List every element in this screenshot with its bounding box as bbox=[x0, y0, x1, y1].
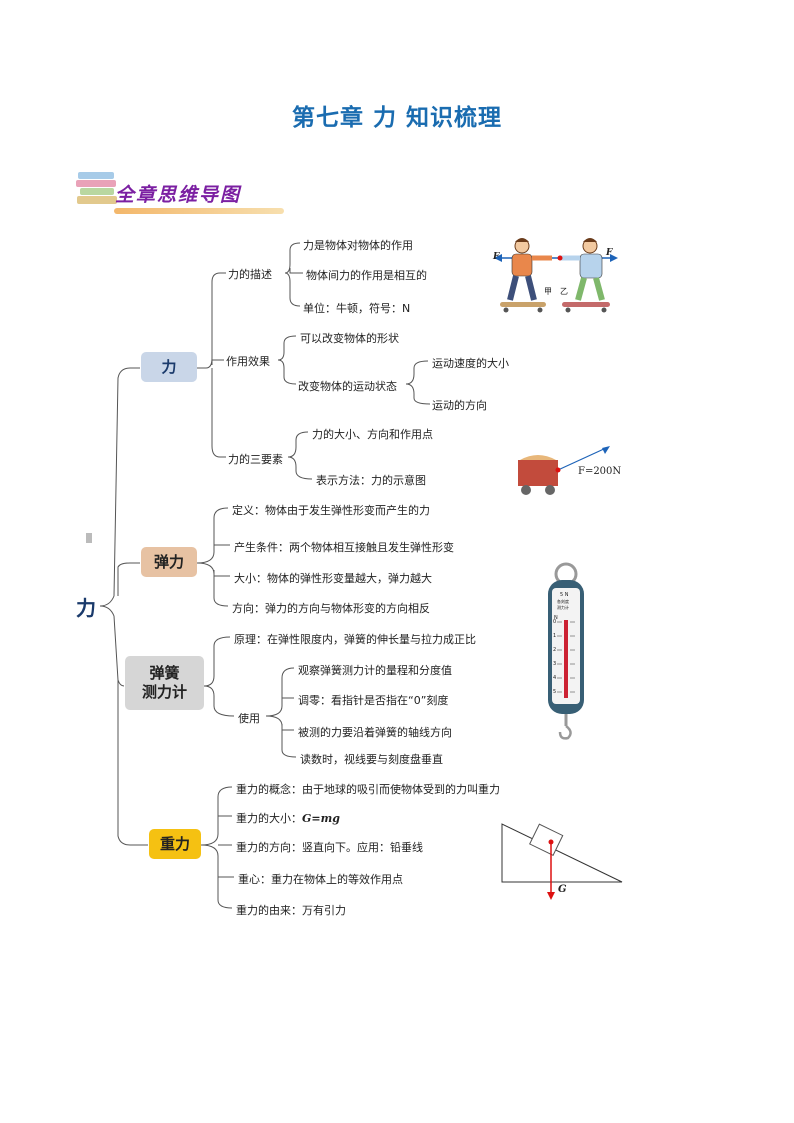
leaf-desc-3: 单位：牛顿，符号：N bbox=[303, 302, 411, 315]
force-label-right: F bbox=[606, 248, 613, 258]
leaf-spring-principle: 原理：在弹性限度内，弹簧的伸长量与拉力成正比 bbox=[234, 633, 476, 646]
node-force-desc: 力的描述 bbox=[228, 268, 272, 281]
gauge-tick-1: 1 bbox=[553, 633, 557, 639]
leaf-elastic-1: 定义：物体由于发生弹性形变而产生的力 bbox=[232, 504, 430, 517]
page-title: 第七章 力 知识梳理 bbox=[291, 105, 502, 131]
leaf-elastic-2: 产生条件：两个物体相互接触且发生弹性形变 bbox=[234, 541, 454, 554]
gauge-tick-3: 3 bbox=[553, 661, 557, 667]
banner-underline bbox=[114, 208, 284, 214]
node-force-effect: 作用效果 bbox=[226, 355, 270, 368]
leaf-gravity-2: 重力的大小：G=mg bbox=[236, 810, 340, 826]
branch-elastic: 弹力 bbox=[141, 547, 197, 577]
books-icon bbox=[74, 168, 120, 212]
cart-force-diagram: F=200N bbox=[514, 446, 624, 502]
gauge-tick-5: 5 bbox=[553, 689, 557, 695]
leaf-use-1: 观察弹簧测力计的量程和分度值 bbox=[298, 664, 452, 677]
leaf-elastic-4: 方向：弹力的方向与物体形变的方向相反 bbox=[232, 602, 430, 615]
leaf-use-2: 调零：看指针是否指在“0”刻度 bbox=[298, 694, 449, 707]
leaf-effect-2: 改变物体的运动状态 bbox=[298, 380, 397, 393]
leaf-use-3: 被测的力要沿着弹簧的轴线方向 bbox=[298, 726, 452, 739]
leaf-motion-speed: 运动速度的大小 bbox=[432, 357, 509, 370]
leaf-effect-1: 可以改变物体的形状 bbox=[300, 332, 399, 345]
gauge-sub2: 测力计 bbox=[557, 605, 569, 610]
person-jia-label: 甲 bbox=[544, 287, 552, 296]
leaf-three-2: 表示方法：力的示意图 bbox=[316, 474, 426, 487]
gauge-sub1: 各刻度 bbox=[557, 599, 569, 604]
person-yi-label: 乙 bbox=[560, 287, 568, 296]
spring-scale-illustration: 5 N 各刻度 测力计 N 0 1 2 3 4 5 bbox=[544, 560, 588, 746]
gravity-arrow-label: G bbox=[558, 884, 567, 895]
node-spring-use: 使用 bbox=[238, 712, 260, 725]
node-three-elements: 力的三要素 bbox=[228, 453, 283, 466]
gauge-tick-0: 0 bbox=[553, 619, 557, 625]
gravity-size-label: 重力的大小： bbox=[236, 812, 302, 825]
marker-dot bbox=[86, 533, 92, 543]
gravity-formula: G=mg bbox=[302, 812, 340, 825]
incline-gravity-diagram: G bbox=[498, 820, 626, 904]
leaf-gravity-4: 重心：重力在物体上的等效作用点 bbox=[238, 873, 403, 886]
leaf-elastic-3: 大小：物体的弹性形变量越大，弹力越大 bbox=[234, 572, 432, 585]
leaf-use-4: 读数时，视线要与刻度盘垂直 bbox=[300, 753, 443, 766]
branch-force: 力 bbox=[141, 352, 197, 382]
leaf-gravity-3: 重力的方向：竖直向下。应用：铅垂线 bbox=[236, 841, 423, 854]
gauge-tick-2: 2 bbox=[553, 647, 557, 653]
gauge-tick-4: 4 bbox=[553, 675, 557, 681]
leaf-desc-1: 力是物体对物体的作用 bbox=[303, 239, 413, 252]
leaf-gravity-1: 重力的概念：由于地球的吸引而使物体受到的力叫重力 bbox=[236, 783, 500, 796]
branch-gravity: 重力 bbox=[149, 829, 201, 859]
leaf-gravity-5: 重力的由来：万有引力 bbox=[236, 904, 346, 917]
force-label-left: F bbox=[493, 252, 500, 262]
root-node: 力 bbox=[76, 596, 96, 620]
gauge-unit: N bbox=[554, 615, 558, 621]
branch-spring-scale: 弹簧 测力计 bbox=[125, 656, 204, 710]
skaters-illustration: F F 甲 乙 bbox=[490, 234, 622, 322]
leaf-three-1: 力的大小、方向和作用点 bbox=[312, 428, 433, 441]
cart-force-label: F=200N bbox=[578, 466, 622, 477]
leaf-desc-2: 物体间力的作用是相互的 bbox=[306, 269, 427, 282]
section-banner: 全章思维导图 bbox=[115, 184, 242, 206]
gauge-range: 5 N bbox=[560, 592, 569, 598]
leaf-motion-direction: 运动的方向 bbox=[432, 399, 487, 412]
